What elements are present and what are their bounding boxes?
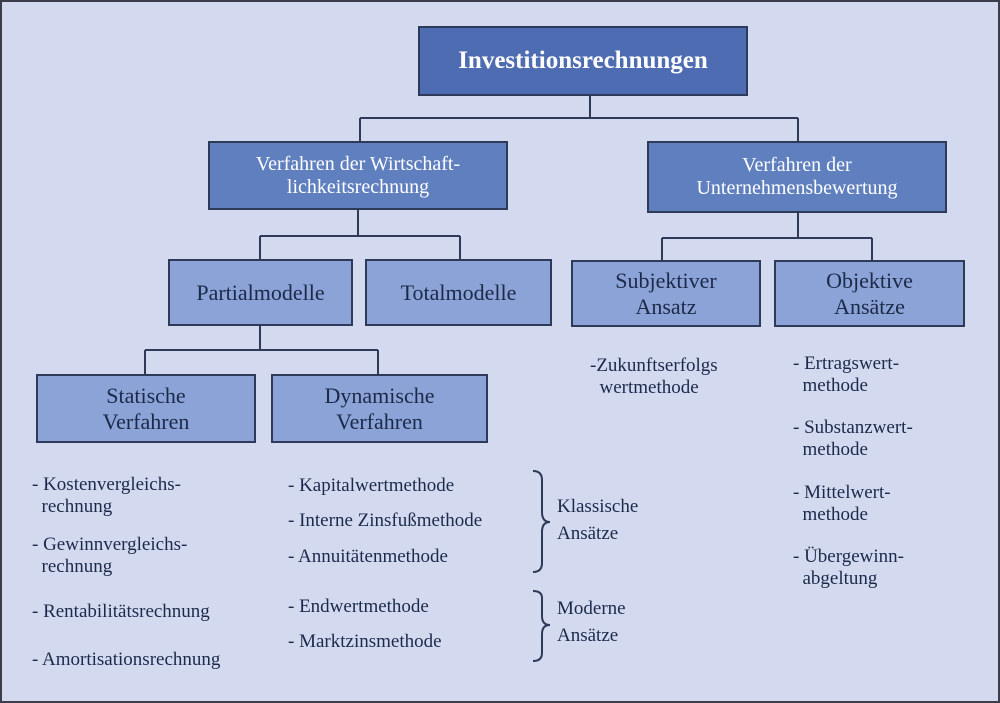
node-partialmodelle-label: Partialmodelle — [196, 279, 325, 305]
node-totalmodelle: Totalmodelle — [365, 259, 552, 326]
connector-wirtschaft — [259, 210, 461, 259]
bracket-modern — [532, 590, 551, 662]
list-item: - Marktzinsmethode — [288, 631, 442, 652]
list-item: - Kapitalwertmethode — [288, 475, 455, 496]
list-item: - Mittelwert- methode — [793, 482, 891, 526]
list-item: - Übergewinn- abgeltung — [793, 546, 904, 590]
list-item: - Kostenvergleichs- rechnung — [32, 474, 181, 518]
root-label: Investitionsrechnungen — [458, 46, 708, 74]
list-item: - Amortisationsrechnung — [32, 649, 221, 670]
node-statische-verfahren-label: Statische Verfahren — [102, 383, 190, 434]
list-item: -Zukunftserfolgs wertmethode — [590, 355, 718, 399]
list-item: - Annuitätenmethode — [288, 546, 448, 567]
list-item: - Ertragswert- methode — [793, 353, 900, 397]
list-item: - Rentabilitätsrechnung — [32, 601, 210, 622]
list-item: - Endwertmethode — [288, 596, 429, 617]
node-subjektiver-ansatz: Subjektiver Ansatz — [571, 260, 761, 327]
list-item: - Substanzwert- methode — [793, 417, 913, 461]
node-unternehmensbewertung: Verfahren der Unternehmensbewertung — [647, 141, 947, 213]
list-item: - Interne Zinsfußmethode — [288, 510, 483, 531]
node-dynamische-verfahren-label: Dynamische Verfahren — [324, 383, 435, 434]
node-unternehmensbewertung-label: Verfahren der Unternehmensbewertung — [696, 154, 898, 199]
connector-partial — [144, 326, 379, 374]
node-wirtschaftlichkeitsrechnung: Verfahren der Wirtschaft- lichkeitsrechn… — [208, 141, 508, 210]
node-objektive-ansaetze: Objektive Ansätze — [774, 260, 965, 327]
root-node: Investitionsrechnungen — [418, 26, 748, 96]
connector-bewertung — [661, 213, 873, 260]
node-partialmodelle: Partialmodelle — [168, 259, 353, 326]
node-dynamische-verfahren: Dynamische Verfahren — [271, 374, 488, 443]
node-objektive-ansaetze-label: Objektive Ansätze — [826, 268, 913, 319]
bracket-classic — [532, 470, 551, 573]
node-totalmodelle-label: Totalmodelle — [400, 279, 517, 305]
node-subjektiver-ansatz-label: Subjektiver Ansatz — [615, 268, 717, 319]
list-item: - Gewinnvergleichs- rechnung — [32, 534, 188, 578]
label-moderne-ansaetze: Moderne Ansätze — [557, 598, 626, 646]
node-wirtschaftlichkeitsrechnung-label: Verfahren der Wirtschaft- lichkeitsrechn… — [255, 152, 461, 198]
connector-root — [359, 96, 799, 141]
node-statische-verfahren: Statische Verfahren — [36, 374, 256, 443]
label-klassische-ansaetze: Klassische Ansätze — [557, 496, 639, 544]
